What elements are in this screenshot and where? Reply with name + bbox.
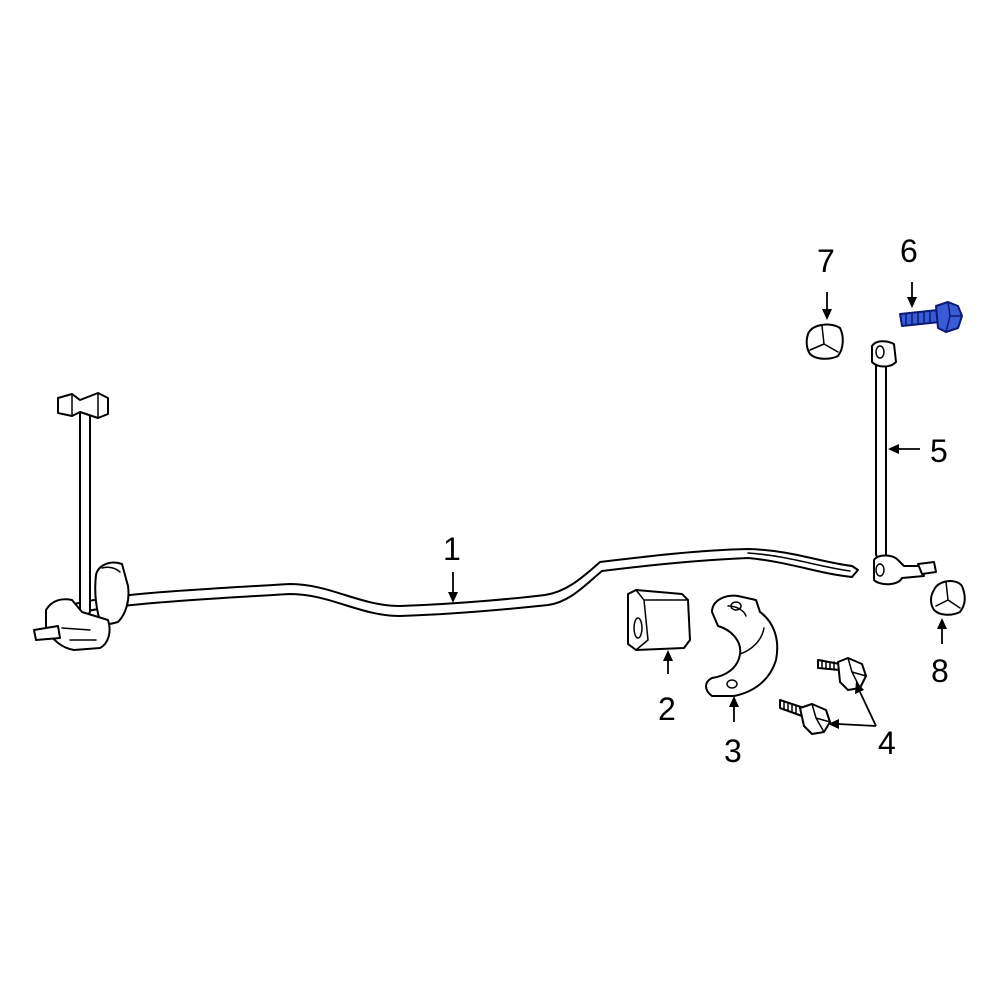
part-8-nut[interactable] [930, 580, 966, 616]
callout-label-5: 5 [930, 433, 948, 469]
callout-leaders [448, 282, 947, 729]
part-5-end-link[interactable] [871, 340, 937, 586]
callout-label-8: 8 [931, 653, 949, 689]
part-2-bushing[interactable] [627, 589, 691, 651]
callout-label-1: 1 [443, 531, 461, 567]
part-1-stabilizer-bar[interactable] [69, 548, 859, 617]
left-end-link [33, 392, 130, 651]
callout-label-2: 2 [658, 691, 676, 727]
callout-label-4: 4 [878, 725, 896, 761]
part-4-bolt-lower[interactable] [779, 699, 831, 735]
part-3-bracket[interactable] [705, 594, 779, 697]
part-6-bolt-highlighted[interactable] [899, 301, 963, 333]
part-7-nut[interactable] [805, 323, 844, 360]
callout-label-6: 6 [900, 233, 918, 269]
callout-label-7: 7 [817, 243, 835, 279]
callout-label-3: 3 [724, 733, 742, 769]
